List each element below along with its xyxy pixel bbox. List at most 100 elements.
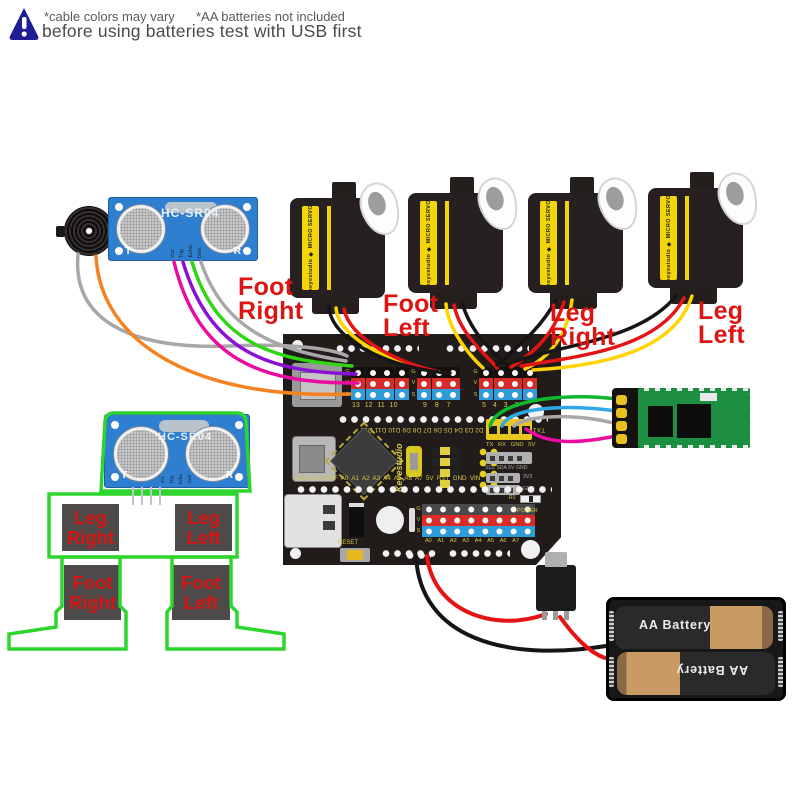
pin-hole-row bbox=[338, 414, 548, 425]
sensor-title: HC-SR04 bbox=[161, 206, 220, 220]
receiver-transducer bbox=[201, 205, 249, 253]
wire-battery-ground bbox=[414, 554, 608, 653]
oscillator bbox=[406, 446, 422, 477]
servo-foot-right: keyestudio ◆ MICRO SERVO bbox=[290, 177, 406, 314]
reset-label: RESET bbox=[338, 540, 359, 546]
wire-battery-power bbox=[558, 615, 607, 660]
pin-hole-row bbox=[405, 550, 431, 561]
warning-icon bbox=[8, 6, 40, 42]
pin-hole-row bbox=[335, 343, 419, 354]
i2c-header bbox=[486, 452, 532, 464]
robot-sensor-pins bbox=[132, 487, 161, 505]
bt-pin-pad bbox=[616, 408, 627, 418]
aux-3v3-label: 3V3 bbox=[523, 474, 533, 480]
uart-header bbox=[486, 419, 532, 440]
servo-horn bbox=[712, 167, 764, 231]
pin-hole-row bbox=[445, 343, 529, 354]
battery-bottom-label: AA Battery bbox=[676, 663, 749, 677]
analog-silkscreen-row: D13 3V3 REF A0 A1 A2 A3 A4 A5 A6 A7 5V R… bbox=[296, 475, 481, 482]
reset-button[interactable] bbox=[340, 548, 370, 562]
robot-sensor-t: T bbox=[121, 470, 128, 481]
battery-contact bbox=[778, 611, 783, 641]
robot-sensor-pin: Trig bbox=[169, 476, 174, 484]
sensor-pin-vcc: Vcc bbox=[170, 248, 176, 258]
battery-contact bbox=[609, 657, 614, 687]
bluetooth-module bbox=[612, 388, 752, 448]
digital-pin-numbers: 5 4 3 2 bbox=[482, 402, 519, 409]
battery-top bbox=[615, 606, 773, 649]
battery-contact bbox=[609, 611, 614, 641]
battery-top-label: AA Battery bbox=[639, 618, 712, 632]
analog-header-block bbox=[422, 504, 535, 537]
diode bbox=[349, 503, 364, 537]
pin-hole-row bbox=[448, 548, 510, 559]
digital-header-13-10 bbox=[351, 367, 409, 400]
bt-chip bbox=[648, 406, 673, 437]
sensor-t-label: T bbox=[125, 246, 132, 257]
analog-pin-labels: A0 A1 A2 A3 A4 A5 A6 A7 bbox=[425, 538, 519, 544]
mini-usb-port[interactable] bbox=[292, 436, 336, 482]
servo-leg-left: keyestudio ◆ MICRO SERVO bbox=[648, 167, 764, 304]
robot-sensor-pin: Echo bbox=[178, 473, 183, 484]
warning-instruction: before using batteries test with USB fir… bbox=[42, 21, 362, 41]
robot-sensor-pin: Vcc bbox=[160, 476, 165, 484]
power-label: POWER bbox=[517, 508, 538, 514]
robot-sensor-pin: Gnd bbox=[187, 475, 192, 484]
sensor-r-label: R bbox=[233, 246, 241, 257]
uart-pin-labels: TX RX GND 5V bbox=[486, 442, 536, 448]
warning-note-batteries: *AA batteries not included bbox=[196, 9, 345, 24]
usb-b-port[interactable] bbox=[284, 494, 342, 548]
digital-pin-numbers: 13 12 11 10 bbox=[352, 402, 398, 409]
sensor-pin-gnd: Gnd bbox=[197, 247, 203, 258]
resistor bbox=[520, 495, 541, 503]
bt-pin-pad bbox=[616, 395, 627, 405]
warning-note-cables: *cable colors may vary bbox=[44, 9, 175, 24]
digital-header-9-7 bbox=[417, 367, 461, 400]
battery-holder: AA Battery AA Battery bbox=[606, 597, 786, 701]
battery-bottom bbox=[617, 652, 775, 695]
servo-horn bbox=[472, 172, 524, 236]
transmitter-transducer bbox=[117, 205, 165, 253]
sensor-crystal-slot bbox=[165, 202, 217, 213]
ultrasonic-sensor-board: HC-SR04 T R Vcc Trig Echo Gnd bbox=[108, 197, 258, 261]
aux-header-row1 bbox=[486, 473, 520, 483]
capacitor bbox=[376, 506, 404, 534]
smd-component bbox=[431, 458, 459, 466]
buzzer-mount-tab bbox=[56, 226, 65, 237]
robot-sensor-r: R bbox=[225, 470, 233, 481]
switch-knob[interactable] bbox=[545, 552, 567, 567]
servo-leg-right: keyestudio ◆ MICRO SERVO bbox=[528, 172, 644, 309]
r1-label: R1 bbox=[509, 495, 516, 501]
battery-contact bbox=[778, 657, 783, 687]
servo-foot-left: keyestudio ◆ MICRO SERVO bbox=[408, 172, 524, 309]
bt-chip bbox=[677, 404, 711, 438]
robot-sensor-title: HC-SR04 bbox=[158, 431, 213, 443]
bt-pin-pad bbox=[616, 434, 627, 444]
robot-sensor-board: HC-SR04 T R Vcc Trig Echo Gnd bbox=[104, 414, 250, 488]
bt-smd bbox=[700, 393, 717, 401]
wire-switch-power bbox=[425, 554, 548, 623]
servo-horn bbox=[592, 172, 644, 236]
i2c-pin-labels: SCL SDA 5V GND bbox=[485, 465, 528, 471]
sensor-pin-echo: Echo bbox=[188, 245, 194, 258]
digital-header-5-2 bbox=[479, 367, 537, 400]
buzzer bbox=[64, 206, 114, 256]
power-switch[interactable] bbox=[536, 552, 576, 620]
digital-pin-numbers: 9 8 7 bbox=[423, 402, 451, 409]
smd-component bbox=[431, 469, 459, 477]
bt-pin-pad bbox=[616, 421, 627, 431]
smd-component bbox=[431, 447, 459, 455]
pin-hole-row bbox=[296, 484, 552, 495]
isp-socket bbox=[292, 363, 342, 407]
servo-horn bbox=[354, 177, 406, 241]
sensor-pin-trig: Trig bbox=[179, 248, 185, 258]
